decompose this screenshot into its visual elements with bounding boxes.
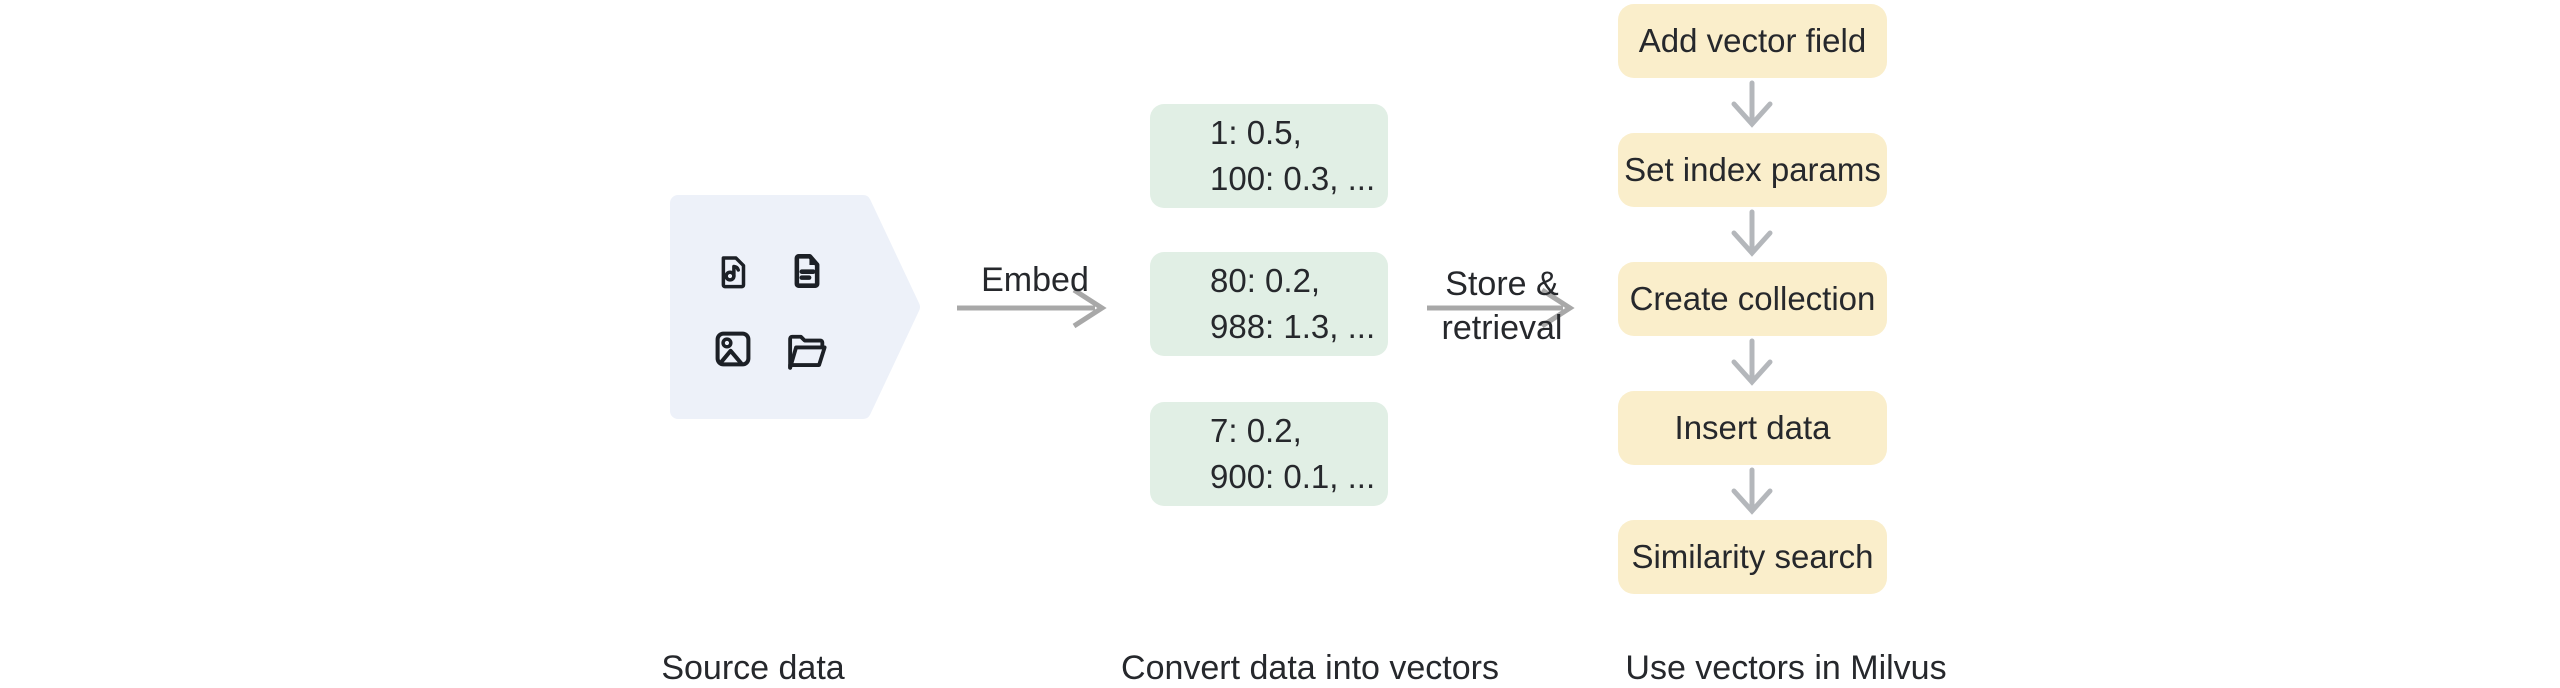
use-vectors-section-label: Use vectors in Milvus: [1625, 649, 1947, 687]
source-icons: [712, 250, 830, 370]
down-arrow-1: [1731, 80, 1773, 128]
store-retrieval-arrow: [1427, 287, 1575, 329]
vector-box-1: 1: 0.5, 100: 0.3, ...: [1150, 104, 1388, 208]
step-create-collection-label: Create collection: [1629, 280, 1876, 317]
vector-box-2-line-2: 988: 1.3, ...: [1210, 308, 1376, 345]
vector-box-3-line-2: 900: 0.1, ...: [1210, 458, 1376, 495]
vector-box-2-line-1: 80: 0.2,: [1210, 262, 1321, 299]
down-arrow-4: [1731, 467, 1773, 515]
image-file-icon: [715, 331, 751, 367]
store-retrieval-label: Store & retrieval: [1442, 262, 1563, 350]
step-insert-data: Insert data: [1618, 391, 1887, 465]
embed-arrow: [957, 287, 1107, 329]
vector-box-1-line-2: 100: 0.3, ...: [1210, 160, 1376, 197]
store-retrieval-label-line-2: retrieval: [1441, 309, 1563, 347]
down-arrow-3: [1731, 338, 1773, 386]
audio-file-icon: [721, 256, 746, 289]
store-retrieval-label-line-1: Store &: [1445, 265, 1559, 303]
step-set-index-params: Set index params: [1618, 133, 1887, 207]
step-similarity-search-label: Similarity search: [1631, 538, 1874, 575]
convert-vectors-section-label: Convert data into vectors: [1121, 649, 1499, 687]
step-add-vector-field: Add vector field: [1618, 4, 1887, 78]
source-data-section-label: Source data: [661, 649, 845, 687]
step-set-index-params-label: Set index params: [1624, 151, 1881, 188]
step-similarity-search: Similarity search: [1618, 520, 1887, 594]
step-add-vector-field-label: Add vector field: [1638, 22, 1867, 59]
text-file-icon: [794, 254, 820, 288]
open-folder-icon: [788, 334, 827, 370]
vector-box-3-line-1: 7: 0.2,: [1210, 412, 1302, 449]
vector-box-3: 7: 0.2, 900: 0.1, ...: [1150, 402, 1388, 506]
step-create-collection: Create collection: [1618, 262, 1887, 336]
down-arrow-2: [1731, 209, 1773, 257]
vector-box-1-line-1: 1: 0.5,: [1210, 114, 1302, 151]
step-insert-data-label: Insert data: [1674, 409, 1831, 446]
vector-box-2: 80: 0.2, 988: 1.3, ...: [1150, 252, 1388, 356]
embed-arrow-label: Embed: [981, 261, 1089, 299]
